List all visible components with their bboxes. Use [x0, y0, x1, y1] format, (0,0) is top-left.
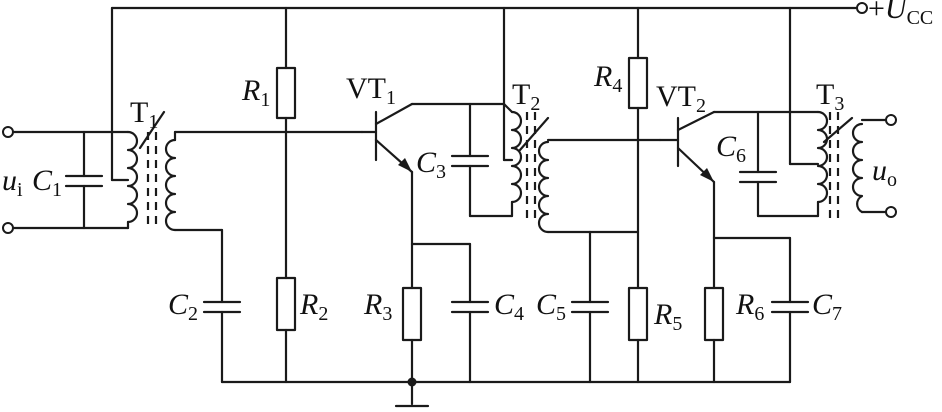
c3-label: C3 — [416, 146, 446, 183]
vt1-label: VT1 — [346, 72, 396, 109]
capacitor-c6 — [738, 110, 820, 218]
c6-label: C6 — [716, 130, 746, 167]
r5-label: R5 — [653, 298, 682, 335]
output-label: uo — [872, 154, 897, 191]
resistor-r4 — [627, 6, 649, 290]
t1-label: T1 — [130, 96, 158, 133]
c5-label: C5 — [536, 288, 566, 325]
r3-label: R3 — [363, 288, 392, 325]
capacitor-c2 — [202, 228, 242, 384]
capacitor-c4 — [410, 242, 490, 384]
r2-label: R2 — [299, 288, 328, 325]
c1-label: C1 — [32, 164, 62, 201]
transformer-t1 — [110, 6, 364, 232]
supply-label: +UCC — [868, 0, 933, 29]
c4-label: C4 — [494, 288, 524, 325]
supply-rail — [110, 2, 868, 14]
capacitor-c3 — [450, 102, 514, 218]
input-terminals — [2, 126, 130, 234]
transistor-vt2 — [658, 110, 820, 240]
r1-label: R1 — [241, 74, 270, 111]
c7-label: C7 — [812, 288, 842, 325]
capacitor-c5 — [570, 230, 640, 384]
resistor-r3 — [401, 242, 423, 384]
r4-label: R4 — [593, 60, 622, 97]
c2-label: C2 — [168, 288, 198, 325]
capacitor-c7 — [712, 236, 810, 384]
resistor-r2 — [275, 276, 297, 384]
t3-label: T3 — [816, 78, 844, 115]
resistor-r1 — [275, 6, 297, 280]
r6-label: R6 — [735, 288, 764, 325]
t2-label: T2 — [512, 78, 540, 115]
capacitor-c1 — [64, 130, 104, 230]
transformer-t2 — [502, 6, 662, 234]
transistor-vt1 — [360, 102, 506, 246]
ground-rail — [220, 377, 792, 408]
vt2-label: VT2 — [656, 80, 706, 117]
transformer-t3 — [788, 6, 897, 218]
resistor-r5 — [627, 286, 649, 384]
input-label: ui — [2, 164, 23, 201]
resistor-r6 — [703, 236, 725, 384]
